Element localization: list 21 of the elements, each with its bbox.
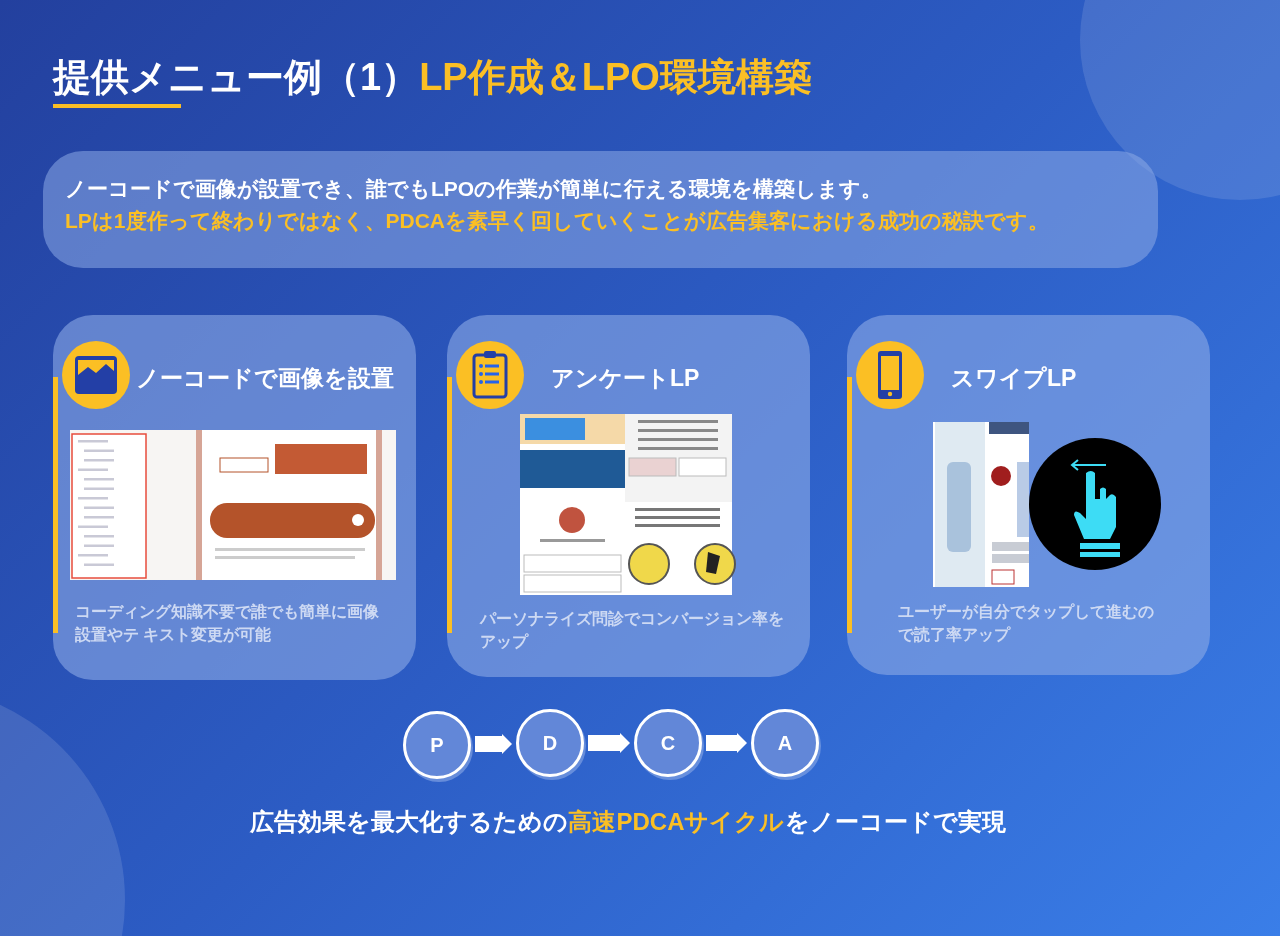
step-circle: C [634, 709, 702, 777]
step-circle: D [516, 709, 584, 777]
caption-text: 広告効果を最大化するための高速PDCAサイクルをノーコードで実現 [250, 808, 1006, 835]
chevron-arrow [706, 733, 747, 753]
card-description: ユーザーが自分でタップして進むので読了率アップ [898, 602, 1155, 645]
highlight-text: LPは1度作って終わりではなく、PDCAを素早く回していくことが広告集客における成功の秘訣です。 [65, 208, 1051, 235]
step-circle: A [751, 709, 819, 777]
card-heading: スワイプLP [951, 364, 1077, 393]
chevron-arrow [588, 733, 630, 753]
page-title: 提供メニュー例（1）LP作成＆LPO環境構築 [53, 55, 812, 100]
chevron-arrow [475, 734, 512, 754]
feature-card [53, 315, 416, 680]
card-description: パーソナライズ問診でコンバージョン率をアップ [480, 609, 785, 652]
step-circle: P [403, 711, 471, 779]
feature-card [447, 315, 810, 677]
feature-card [847, 315, 1210, 675]
card-heading: アンケートLP [551, 364, 700, 393]
intro-text: ノーコードで画像が設置でき、誰でもLPOの作業が簡単に行える環境を構築します。 [65, 176, 884, 202]
card-description: コーディング知識不要で誰でも簡単に画像設置やテ キスト変更が可能 [75, 602, 380, 645]
card-heading: ノーコードで画像を設置 [136, 364, 394, 393]
intro-panel [43, 151, 1158, 268]
